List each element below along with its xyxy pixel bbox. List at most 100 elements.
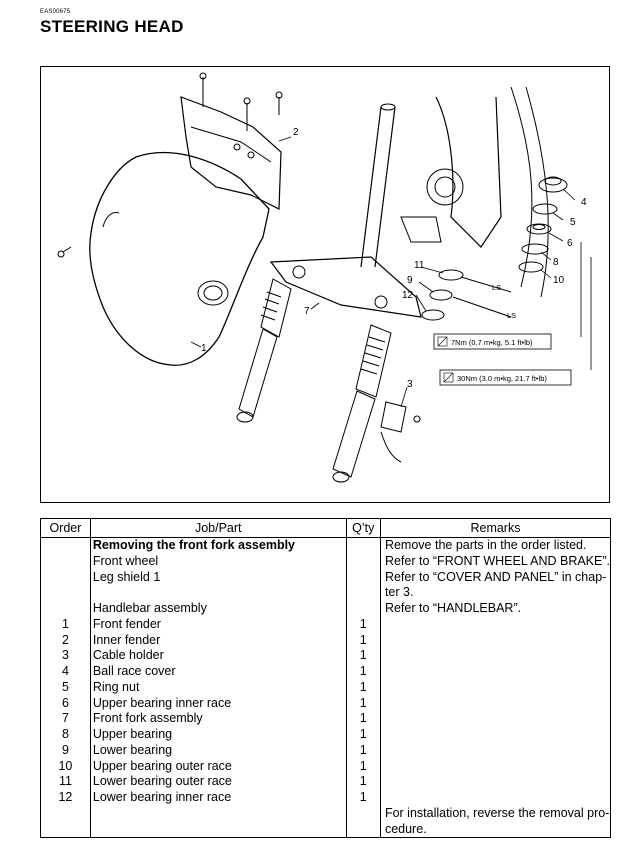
cable-holder-drawing <box>380 401 421 463</box>
qty-cell: 1 <box>359 616 367 631</box>
remarks-cell <box>381 727 610 743</box>
part-cell: Lower bearing inner race <box>92 790 232 804</box>
order-cell <box>41 585 90 601</box>
callout-leaders <box>190 136 592 408</box>
remarks-cell <box>381 759 610 775</box>
order-cell: 1 <box>61 616 69 631</box>
order-cell <box>41 554 90 570</box>
callout-11: 11 <box>414 260 425 271</box>
callout-12: 12 <box>402 290 414 301</box>
order-cell: 5 <box>61 679 69 694</box>
exploded-diagram: 1 2 3 4 5 6 7 8 9 10 11 12 LS LS 7Nm (0.… <box>40 66 610 503</box>
remarks-cell: ter 3. <box>384 585 414 600</box>
order-cell <box>41 538 90 554</box>
callout-4: 4 <box>581 197 587 208</box>
part-cell: Front fork assembly <box>92 711 203 726</box>
header-remarks: Remarks <box>379 518 612 538</box>
qty-cell <box>347 601 380 617</box>
order-cell: 8 <box>61 727 69 741</box>
left-fork-drawing <box>236 278 292 423</box>
torque-spec-boxes <box>433 333 572 386</box>
order-cell: 12 <box>58 790 73 804</box>
torque-spec-1: 7Nm (0.7 m•kg, 5.1 ft•lb) <box>451 338 533 347</box>
qty-cell: 1 <box>359 727 367 741</box>
qty-cell: 1 <box>359 695 367 710</box>
part-cell: Front wheel <box>92 553 159 568</box>
callout-9: 9 <box>407 275 413 286</box>
grease-mark-1: LS <box>492 283 501 292</box>
part-cell: Upper bearing inner race <box>92 695 232 710</box>
callout-10: 10 <box>553 275 565 286</box>
torque-spec-2: 30Nm (3.0 m•kg, 21.7 ft•lb) <box>457 374 547 383</box>
part-cell: Lower bearing outer race <box>92 774 232 789</box>
remarks-cell <box>381 664 610 680</box>
header-qty: Q’ty <box>345 518 381 538</box>
order-cell <box>41 570 90 586</box>
order-cell: 2 <box>61 632 69 647</box>
callout-3: 3 <box>407 379 413 390</box>
page-title: STEERING HEAD <box>40 17 184 36</box>
remarks-cell <box>381 680 610 696</box>
header-job-part: Job/Part <box>89 518 347 538</box>
remarks-cell: Refer to “HANDLEBAR”. <box>384 601 522 615</box>
remarks-cell <box>381 617 610 633</box>
part-cell: Handlebar assembly <box>92 601 207 615</box>
header-order: Order <box>40 518 91 538</box>
remarks-cell: Refer to “FRONT WHEEL AND BRAKE”. <box>384 553 610 568</box>
part-cell: Ring nut <box>92 679 140 694</box>
steering-stem-drawing <box>269 103 422 318</box>
frame-headpipe-drawing <box>400 86 549 298</box>
part-cell: Removing the front fork assembly <box>92 538 295 552</box>
qty-cell <box>347 554 380 570</box>
order-cell: 4 <box>61 664 69 678</box>
part-cell: Front fender <box>92 616 161 631</box>
order-cell: 11 <box>58 774 72 789</box>
qty-cell: 1 <box>359 742 367 757</box>
callout-1: 1 <box>201 343 207 354</box>
front-fender-drawing <box>57 151 270 366</box>
order-cell: 7 <box>61 711 69 726</box>
order-cell: 6 <box>61 695 69 710</box>
table-header-row: Order Job/Part Q’ty Remarks <box>40 518 612 538</box>
callout-8: 8 <box>553 257 559 268</box>
qty-cell: 1 <box>359 648 367 663</box>
part-cell <box>91 585 346 601</box>
remarks-cell <box>381 743 610 759</box>
qty-cell <box>347 538 380 554</box>
callout-7: 7 <box>304 306 310 317</box>
qty-cell: 1 <box>359 774 367 789</box>
qty-cell: 1 <box>359 711 367 726</box>
callout-6: 6 <box>567 238 573 249</box>
grease-mark-2: LS <box>507 311 516 320</box>
qty-cell: 1 <box>359 664 367 678</box>
part-cell: Ball race cover <box>92 664 176 678</box>
part-cell: Leg shield 1 <box>92 569 161 584</box>
remarks-cell: Refer to “COVER AND PANEL” in chap- <box>384 569 607 584</box>
callout-5: 5 <box>570 217 576 228</box>
part-cell: Inner fender <box>92 632 161 647</box>
qty-cell: 1 <box>359 632 367 647</box>
part-cell: Cable holder <box>92 648 164 663</box>
remarks-cell <box>381 774 610 790</box>
part-cell: Upper bearing outer race <box>92 758 232 773</box>
qty-cell <box>347 585 380 601</box>
remarks-column: Remove the parts in the order listed.Ref… <box>379 537 612 839</box>
part-cell: Lower bearing <box>92 742 173 757</box>
order-cell: 3 <box>61 648 69 663</box>
part-cell: Upper bearing <box>92 727 173 741</box>
callout-2: 2 <box>293 127 299 138</box>
remarks-cell <box>381 711 610 727</box>
remarks-cell <box>381 696 610 712</box>
right-fork-drawing <box>332 324 392 483</box>
installation-note: For installation, reverse the removal pr… <box>384 805 610 820</box>
qty-cell: 1 <box>359 790 367 804</box>
remarks-cell: Remove the parts in the order listed. <box>384 538 587 552</box>
order-cell <box>41 601 90 617</box>
bearing-stack-drawing <box>421 176 568 321</box>
order-cell: 10 <box>58 758 73 773</box>
qty-cell <box>347 570 380 586</box>
